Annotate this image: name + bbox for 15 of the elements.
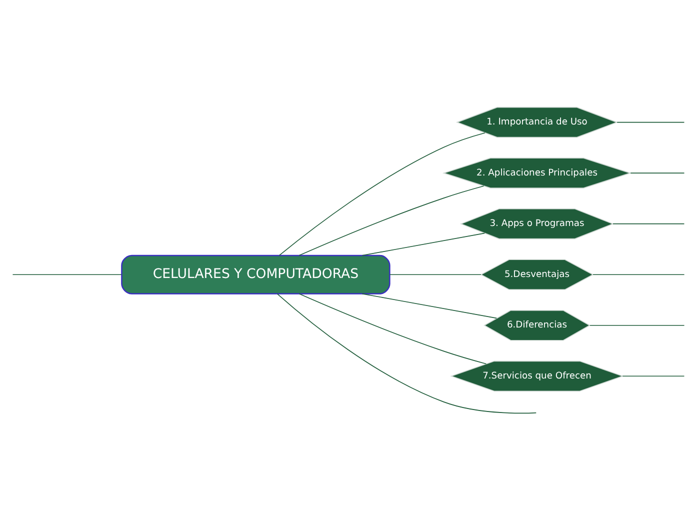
connector: [630, 172, 685, 173]
connector: [298, 185, 484, 256]
connector: [622, 375, 685, 376]
node-box: CELULARES Y COMPUTADORAS: [121, 254, 390, 294]
connector: [362, 292, 498, 318]
connector: [389, 274, 482, 275]
connector: [276, 292, 537, 414]
connector: [12, 274, 122, 275]
connector: [592, 274, 685, 275]
connector: [278, 132, 486, 256]
connector: [589, 324, 685, 326]
connector: [362, 232, 486, 256]
connector: [612, 222, 685, 224]
connector: [298, 292, 487, 364]
connector: [616, 121, 685, 122]
